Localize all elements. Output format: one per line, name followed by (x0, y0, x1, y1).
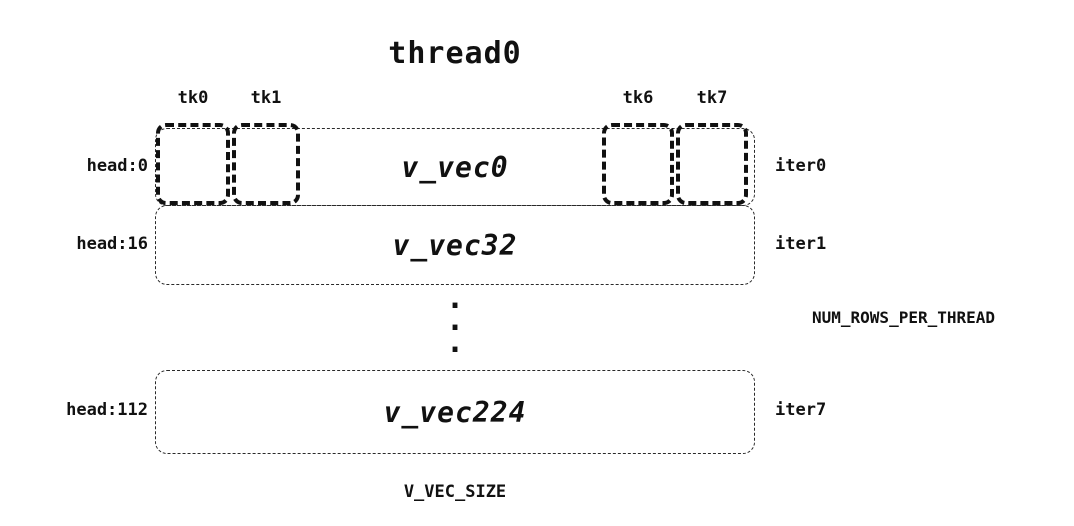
row-iter1: v_vec32 (155, 205, 755, 285)
iter1-label: iter1 (775, 234, 827, 254)
iter0-label: iter0 (775, 156, 827, 176)
vvec32-label: v_vec32 (392, 228, 518, 262)
tk0-label: tk0 (177, 88, 209, 108)
tk1-label: tk1 (250, 88, 282, 108)
iter7-label: iter7 (775, 400, 827, 420)
tk6-box (602, 123, 674, 205)
tk7-box (676, 123, 748, 205)
vvec0-label: v_vec0 (401, 150, 509, 184)
row-iter7: v_vec224 (155, 370, 755, 454)
tk0-box (156, 123, 230, 205)
vertical-ellipsis: . . . (155, 281, 755, 360)
num-rows-per-thread-label: NUM_ROWS_PER_THREAD (812, 308, 996, 327)
tk7-label: tk7 (696, 88, 728, 108)
tk6-label: tk6 (622, 88, 654, 108)
ellipsis-dot: . (445, 303, 465, 338)
tk1-box (232, 123, 300, 205)
head16-label: head:16 (76, 234, 148, 254)
v-vec-size-label: V_VEC_SIZE (403, 482, 507, 502)
head112-label: head:112 (66, 400, 148, 420)
head0-label: head:0 (86, 156, 148, 176)
ellipsis-dot: . (445, 281, 465, 316)
vvec224-label: v_vec224 (383, 395, 527, 429)
diagram-title: thread0 (388, 36, 522, 71)
ellipsis-dot: . (445, 325, 465, 360)
